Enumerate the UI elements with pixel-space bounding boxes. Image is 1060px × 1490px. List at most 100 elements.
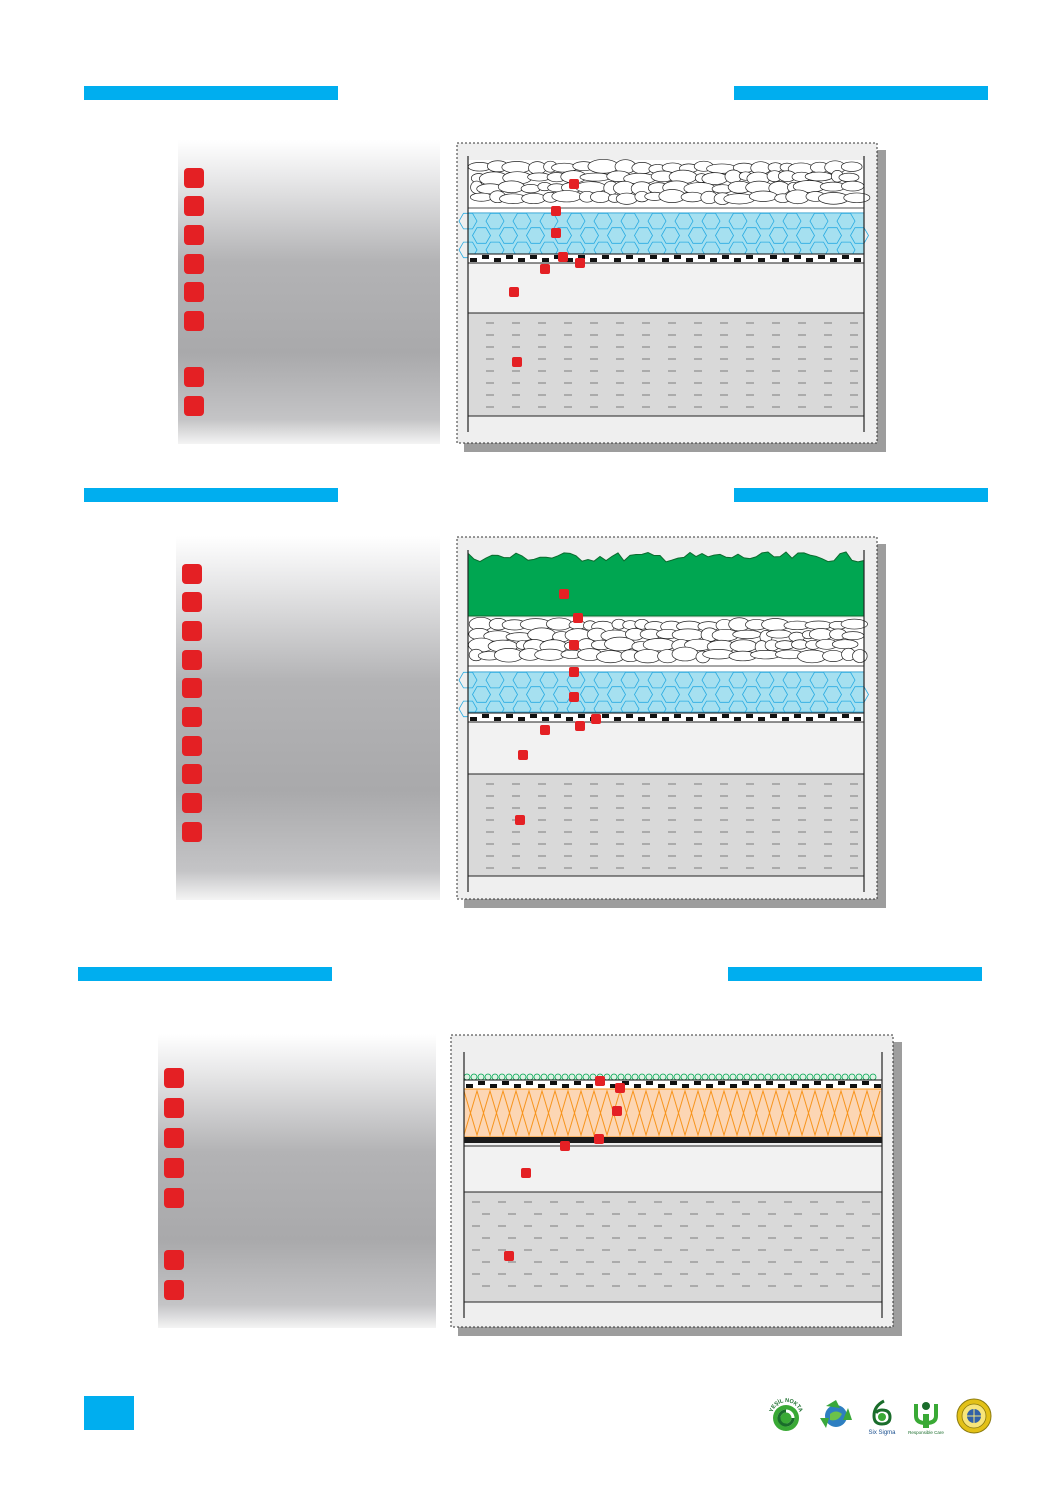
legend-marker xyxy=(182,793,202,813)
layer-marker xyxy=(551,228,561,238)
hex-cell xyxy=(580,686,599,703)
membrane-block xyxy=(742,1081,749,1085)
legend-marker xyxy=(182,621,202,641)
membrane-block xyxy=(562,1084,569,1088)
membrane-block xyxy=(674,714,681,718)
membrane-block xyxy=(602,714,609,718)
pebble-dot xyxy=(533,1073,541,1081)
green-roof-svg xyxy=(456,536,886,908)
membrane-block xyxy=(730,1084,737,1088)
pebble-dot xyxy=(568,1073,576,1081)
membrane-block xyxy=(662,717,669,721)
legend-marker xyxy=(182,650,202,670)
hex-cell xyxy=(472,686,491,703)
layer-marker xyxy=(560,1141,570,1151)
pebble-dot xyxy=(736,1073,744,1081)
legend-marker xyxy=(182,822,202,842)
layer-marker xyxy=(569,667,579,677)
pebble-dot xyxy=(645,1073,653,1081)
pebble-dot xyxy=(540,1073,548,1081)
hex-cell xyxy=(580,227,599,244)
pebble xyxy=(545,617,573,631)
pebble-dot xyxy=(631,1073,639,1081)
membrane-block xyxy=(482,255,489,259)
pebble-dot xyxy=(827,1073,835,1081)
membrane-block xyxy=(790,1081,797,1085)
membrane-block xyxy=(758,717,765,721)
hex-cell xyxy=(769,227,788,244)
pebble-dot xyxy=(498,1073,506,1081)
insulation-layer xyxy=(463,1088,883,1138)
pebble-dot xyxy=(575,1073,583,1081)
membrane-block xyxy=(578,714,585,718)
membrane-block xyxy=(662,258,669,262)
hex-cell xyxy=(769,686,788,703)
pebble-dot xyxy=(806,1073,814,1081)
concrete-slab xyxy=(463,1191,883,1303)
membrane-block xyxy=(794,714,801,718)
hex-cell xyxy=(499,227,518,244)
layer-marker xyxy=(509,287,519,297)
six-sigma-logo: Six Sigma xyxy=(868,1399,896,1436)
layer-marker xyxy=(558,252,568,262)
pebble-dot xyxy=(680,1073,688,1081)
pebble xyxy=(680,191,705,203)
membrane-block xyxy=(470,717,477,721)
legend-marker xyxy=(184,196,204,216)
hex-cell xyxy=(688,686,707,703)
legend-marker xyxy=(182,592,202,612)
pebble xyxy=(729,639,758,653)
section-2-header-bar-right xyxy=(734,488,988,502)
membrane-block xyxy=(614,258,621,262)
membrane-block xyxy=(794,255,801,259)
pebble-dot xyxy=(792,1073,800,1081)
membrane-block xyxy=(518,258,525,262)
membrane-block xyxy=(706,1084,713,1088)
membrane-block xyxy=(634,1084,641,1088)
membrane-block xyxy=(550,1081,557,1085)
layer-marker xyxy=(569,640,579,650)
membrane-block xyxy=(862,1081,869,1085)
pebble xyxy=(469,192,493,202)
legend-marker xyxy=(182,707,202,727)
layer-marker xyxy=(504,1251,514,1261)
vapour-barrier xyxy=(464,1137,882,1143)
membrane-block xyxy=(538,1084,545,1088)
section-2-header-bar-left xyxy=(84,488,338,502)
membrane-block xyxy=(670,1081,677,1085)
membrane-block xyxy=(602,255,609,259)
membrane-block xyxy=(542,717,549,721)
pebble xyxy=(590,191,611,203)
membrane-block xyxy=(614,717,621,721)
layer-marker xyxy=(569,179,579,189)
membrane-block xyxy=(722,255,729,259)
insulated-roof-section-diagram xyxy=(450,1034,902,1336)
hex-cell xyxy=(742,227,761,244)
legend-marker xyxy=(184,367,204,387)
hex-cell xyxy=(796,686,815,703)
gravel-layer xyxy=(467,159,871,208)
yesil-nokta-logo: YEŞİL NOKTA xyxy=(769,1398,803,1431)
membrane-block xyxy=(490,1084,497,1088)
membrane-block xyxy=(590,258,597,262)
membrane-block xyxy=(554,714,561,718)
membrane-block xyxy=(754,1084,761,1088)
layer-marker xyxy=(575,258,585,268)
layer-marker xyxy=(515,815,525,825)
insulation-background xyxy=(463,1088,883,1138)
layer-marker xyxy=(575,721,585,731)
membrane-block xyxy=(514,1084,521,1088)
membrane-block xyxy=(698,255,705,259)
pebble-dot xyxy=(470,1073,478,1081)
pebble xyxy=(633,649,662,664)
hex-cell xyxy=(715,227,734,244)
pebble-dot xyxy=(778,1073,786,1081)
hex-cell xyxy=(526,686,545,703)
membrane-block xyxy=(482,714,489,718)
hex-cell xyxy=(661,686,680,703)
pebble xyxy=(843,192,871,203)
concrete-slab xyxy=(467,312,865,417)
membrane-block xyxy=(734,258,741,262)
membrane-block xyxy=(554,255,561,259)
pebble xyxy=(804,171,834,182)
